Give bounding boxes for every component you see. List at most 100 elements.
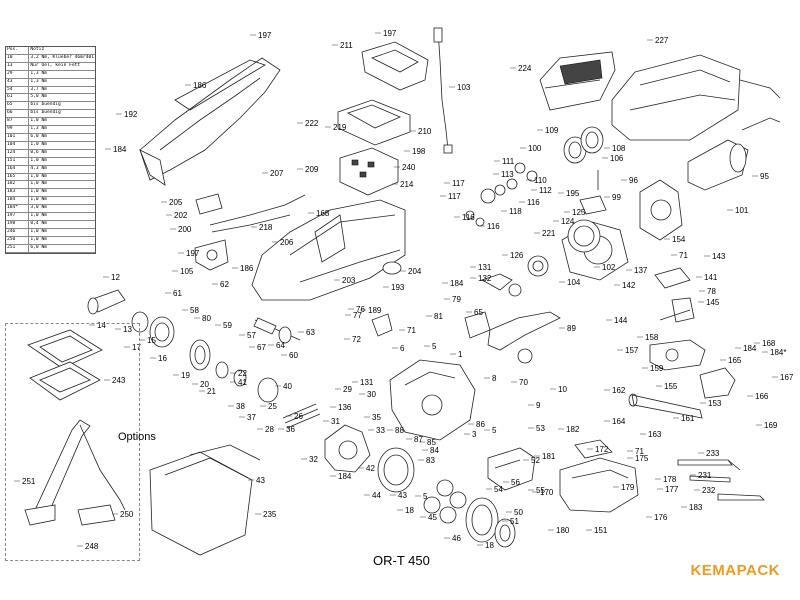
notes-row-note: 0,4 Nm xyxy=(28,220,95,229)
part-number-180: 180 xyxy=(556,526,570,535)
part-number-224: 224 xyxy=(518,64,532,73)
gear-train-102 xyxy=(527,219,629,281)
notes-header-pos: Pos. xyxy=(6,47,30,55)
notes-row-pos: 250 xyxy=(6,236,30,245)
part-number-62: 62 xyxy=(220,280,229,289)
part-number-167: 167 xyxy=(780,373,794,382)
part-number-9: 9 xyxy=(536,401,541,410)
ring-gear-18 xyxy=(377,447,415,493)
notes-row-note: bis buendig xyxy=(28,101,95,111)
part-number-209: 209 xyxy=(305,165,319,174)
part-number-197: 197 xyxy=(258,31,272,40)
notes-row-pos: 197 xyxy=(6,212,30,221)
arm-65-72 xyxy=(371,311,491,339)
part-number-32: 32 xyxy=(309,455,318,464)
part-number-131: 131 xyxy=(360,378,374,387)
cell-203-204 xyxy=(382,261,402,275)
gear-plate-32 xyxy=(324,424,371,473)
notes-row-pos: 165 xyxy=(6,173,30,182)
part-number-166: 166 xyxy=(755,392,769,401)
part-number-108: 108 xyxy=(612,144,626,153)
notes-row-note: 6,0 Nm xyxy=(28,244,95,253)
part-number-25: 25 xyxy=(268,402,277,411)
part-number-26: 26 xyxy=(294,412,303,421)
part-number-29: 29 xyxy=(343,385,352,394)
notes-row-note: bis buendig xyxy=(28,109,95,119)
notes-row-pos: 124 xyxy=(6,149,30,158)
notes-row-note: 6,0 Nm xyxy=(28,133,95,142)
part-number-96: 96 xyxy=(629,176,638,185)
part-number-203: 203 xyxy=(342,276,356,285)
part-number-202: 202 xyxy=(174,211,188,220)
part-number-251: 251 xyxy=(22,477,36,486)
part-number-109: 109 xyxy=(545,126,559,135)
notes-row-note: 3,7 Nm xyxy=(28,86,95,95)
gear-housing-96 xyxy=(639,179,683,241)
arm-131-assembly xyxy=(481,273,522,297)
part-number-161: 161 xyxy=(681,414,695,423)
part-number-198: 198 xyxy=(412,147,426,156)
notes-row-pos: 184 xyxy=(6,196,30,206)
part-number-13: 13 xyxy=(123,325,132,334)
part-number-181: 181 xyxy=(542,452,556,461)
part-number-38: 38 xyxy=(236,402,245,411)
part-number-20: 20 xyxy=(200,380,209,389)
display-210 xyxy=(337,99,411,146)
part-number-164: 164 xyxy=(612,417,626,426)
notes-row-pos: 184* xyxy=(6,204,30,214)
part-number-110: 110 xyxy=(534,176,547,185)
part-number-132: 132 xyxy=(478,274,492,283)
part-number-116: 116 xyxy=(527,198,540,207)
housing-left-assembly xyxy=(139,57,281,186)
shaft-12-assembly xyxy=(87,289,211,371)
part-number-52: 52 xyxy=(531,456,540,465)
notes-row-pos: 29 xyxy=(6,70,30,79)
part-number-162: 162 xyxy=(612,386,626,395)
option-bracket-248 xyxy=(24,419,126,526)
part-number-113: 113 xyxy=(501,170,514,179)
part-number-17: 17 xyxy=(132,343,141,352)
notes-row-pos: 164 xyxy=(6,165,30,174)
part-number-101: 101 xyxy=(735,206,749,215)
part-number-192: 192 xyxy=(124,110,138,119)
part-number-158: 158 xyxy=(645,333,659,342)
part-number-137: 137 xyxy=(634,266,648,275)
notes-row-note: 1,0 Nm xyxy=(28,188,95,198)
notes-row-pos: 251 xyxy=(6,244,30,253)
notes-row-pos: 198 xyxy=(6,220,30,229)
notes-row-pos: 13 xyxy=(6,62,30,71)
notes-row-pos: 65 xyxy=(6,101,30,111)
part-number-79: 79 xyxy=(452,295,461,304)
part-number-165: 165 xyxy=(728,356,742,365)
notes-row-pos: 104 xyxy=(6,141,30,150)
part-number-193: 193 xyxy=(391,283,405,292)
part-number-86: 86 xyxy=(476,420,485,429)
part-number-136: 136 xyxy=(338,403,352,412)
part-number-214: 214 xyxy=(400,180,414,189)
part-number-189: 189 xyxy=(368,306,382,315)
part-number-207: 207 xyxy=(270,169,284,178)
part-number-81: 81 xyxy=(434,312,443,321)
part-number-172: 172 xyxy=(595,445,609,454)
part-number-65: 65 xyxy=(474,308,483,317)
tension-wheel-46 xyxy=(465,497,516,548)
part-number-248: 248 xyxy=(85,542,99,551)
part-number-5: 5 xyxy=(432,342,437,351)
part-number-3: 3 xyxy=(472,430,477,439)
part-number-184star: 184* xyxy=(770,348,786,357)
part-number-95: 95 xyxy=(760,172,769,181)
part-number-8: 8 xyxy=(492,374,497,383)
cutter-unit-172-175 xyxy=(559,439,639,513)
part-number-243: 243 xyxy=(112,376,126,385)
